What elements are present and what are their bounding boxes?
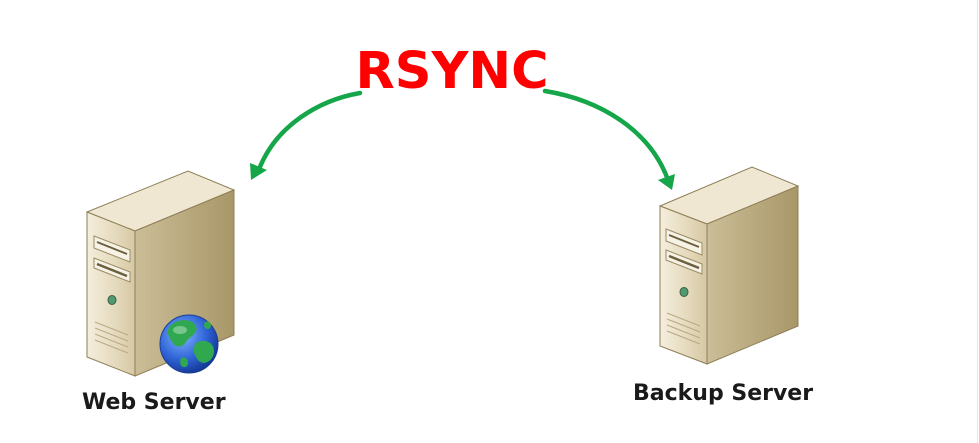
sync-arrow-right	[542, 88, 675, 190]
web-server-icon	[85, 170, 236, 377]
sync-arrow-left	[250, 90, 363, 180]
globe-icon	[159, 314, 219, 374]
diagram-title: RSYNC	[355, 42, 549, 101]
web-server-label: Web Server	[82, 390, 226, 415]
backup-server-icon	[658, 166, 800, 365]
backup-server-label: Backup Server	[633, 381, 814, 406]
edge-divider	[977, 0, 978, 443]
